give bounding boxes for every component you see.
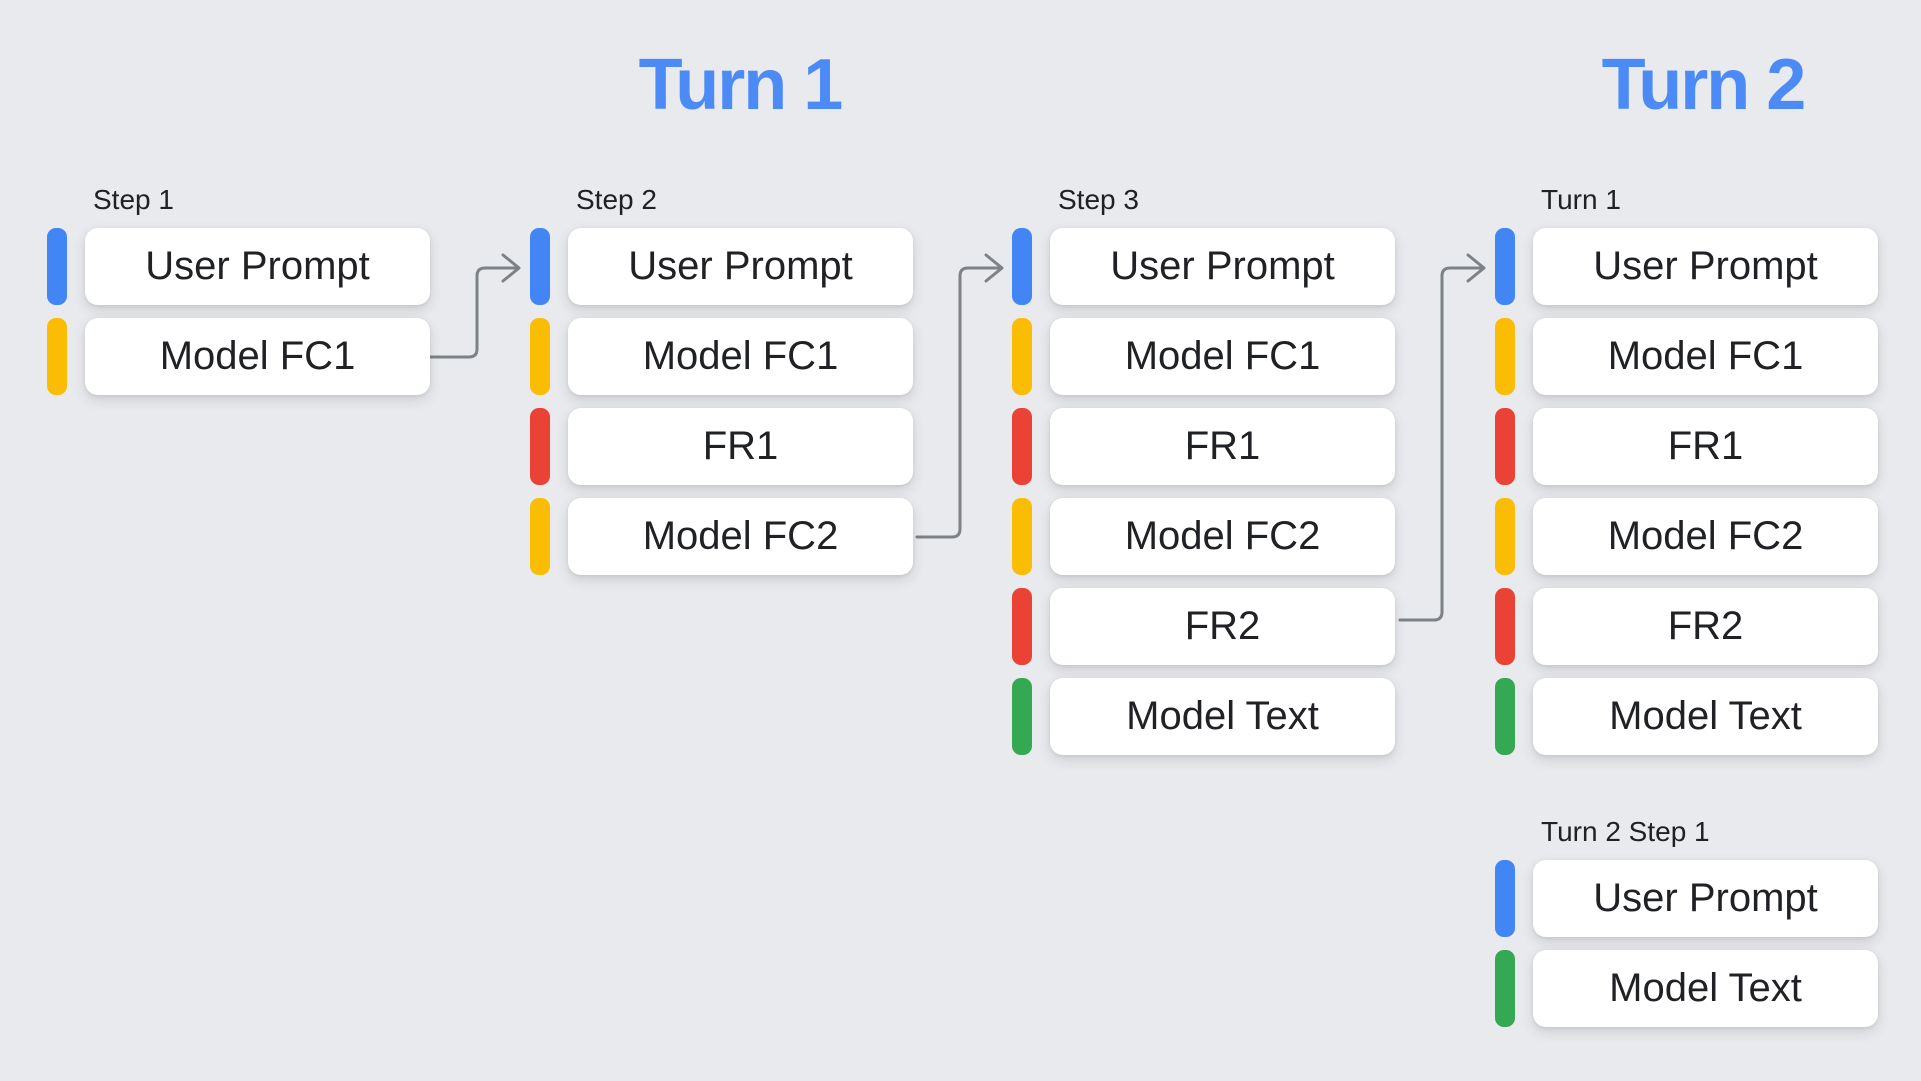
fr1-box: FR1 xyxy=(1533,408,1878,485)
column-step-1: Step 1 User Prompt Model FC1 xyxy=(47,186,430,395)
column-step-3: Step 3 User Prompt Model FC1 FR1 Model F… xyxy=(1012,186,1395,755)
function-response-color-bar xyxy=(1012,408,1032,485)
row-model-text: Model Text xyxy=(1495,950,1878,1027)
row-model-fc2: Model FC2 xyxy=(1495,498,1878,575)
model-text-box: Model Text xyxy=(1533,950,1878,1027)
function-response-color-bar xyxy=(1495,408,1515,485)
row-user-prompt: User Prompt xyxy=(1495,860,1878,937)
user-prompt-color-bar xyxy=(47,228,67,305)
row-model-text: Model Text xyxy=(1012,678,1395,755)
fr2-box: FR2 xyxy=(1050,588,1395,665)
fr1-box: FR1 xyxy=(568,408,913,485)
row-model-fc1: Model FC1 xyxy=(1012,318,1395,395)
user-prompt-color-bar xyxy=(1495,228,1515,305)
row-user-prompt: User Prompt xyxy=(1495,228,1878,305)
row-user-prompt: User Prompt xyxy=(1012,228,1395,305)
row-fr1: FR1 xyxy=(530,408,913,485)
model-text-color-bar xyxy=(1012,678,1032,755)
fr1-box: FR1 xyxy=(1050,408,1395,485)
model-text-color-bar xyxy=(1495,678,1515,755)
column-label: Turn 2 Step 1 xyxy=(1541,816,1710,847)
user-prompt-box: User Prompt xyxy=(568,228,913,305)
column-label: Turn 1 xyxy=(1541,184,1621,215)
function-response-color-bar xyxy=(1012,588,1032,665)
model-fc-color-bar xyxy=(1012,318,1032,395)
model-text-box: Model Text xyxy=(1533,678,1878,755)
function-response-color-bar xyxy=(530,408,550,485)
model-fc2-box: Model FC2 xyxy=(1050,498,1395,575)
model-fc2-box: Model FC2 xyxy=(568,498,913,575)
model-fc1-box: Model FC1 xyxy=(85,318,430,395)
column-label: Step 2 xyxy=(576,184,657,215)
row-user-prompt: User Prompt xyxy=(47,228,430,305)
model-fc-color-bar xyxy=(1012,498,1032,575)
row-model-fc2: Model FC2 xyxy=(1012,498,1395,575)
row-model-fc1: Model FC1 xyxy=(47,318,430,395)
user-prompt-box: User Prompt xyxy=(1050,228,1395,305)
fr2-box: FR2 xyxy=(1533,588,1878,665)
turn-2-title: Turn 2 xyxy=(1601,45,1807,125)
column-turn-2-step-1: Turn 2 Step 1 User Prompt Model Text xyxy=(1495,818,1878,1027)
user-prompt-box: User Prompt xyxy=(85,228,430,305)
model-fc1-box: Model FC1 xyxy=(1533,318,1878,395)
model-fc-color-bar xyxy=(1495,318,1515,395)
row-fr2: FR2 xyxy=(1012,588,1395,665)
model-fc-color-bar xyxy=(47,318,67,395)
user-prompt-color-bar xyxy=(1012,228,1032,305)
column-label: Step 3 xyxy=(1058,184,1139,215)
model-fc-color-bar xyxy=(530,498,550,575)
turn-1-title: Turn 1 xyxy=(638,45,844,125)
row-model-fc2: Model FC2 xyxy=(530,498,913,575)
user-prompt-color-bar xyxy=(1495,860,1515,937)
elbow-arrow-step1-to-step2 xyxy=(428,253,521,359)
model-text-box: Model Text xyxy=(1050,678,1395,755)
model-fc-color-bar xyxy=(1495,498,1515,575)
user-prompt-box: User Prompt xyxy=(1533,860,1878,937)
row-fr1: FR1 xyxy=(1012,408,1395,485)
user-prompt-box: User Prompt xyxy=(1533,228,1878,305)
user-prompt-color-bar xyxy=(530,228,550,305)
elbow-arrow-step3-to-turn1 xyxy=(1398,253,1486,622)
model-fc-color-bar xyxy=(530,318,550,395)
column-label: Step 1 xyxy=(93,184,174,215)
model-fc2-box: Model FC2 xyxy=(1533,498,1878,575)
row-user-prompt: User Prompt xyxy=(530,228,913,305)
column-turn-1-history: Turn 1 User Prompt Model FC1 FR1 Model F… xyxy=(1495,186,1878,755)
row-model-fc1: Model FC1 xyxy=(530,318,913,395)
row-fr1: FR1 xyxy=(1495,408,1878,485)
column-step-2: Step 2 User Prompt Model FC1 FR1 Model F… xyxy=(530,186,913,575)
elbow-arrow-step2-to-step3 xyxy=(915,253,1004,539)
model-fc1-box: Model FC1 xyxy=(568,318,913,395)
row-model-fc1: Model FC1 xyxy=(1495,318,1878,395)
function-response-color-bar xyxy=(1495,588,1515,665)
row-model-text: Model Text xyxy=(1495,678,1878,755)
row-fr2: FR2 xyxy=(1495,588,1878,665)
model-fc1-box: Model FC1 xyxy=(1050,318,1395,395)
model-text-color-bar xyxy=(1495,950,1515,1027)
